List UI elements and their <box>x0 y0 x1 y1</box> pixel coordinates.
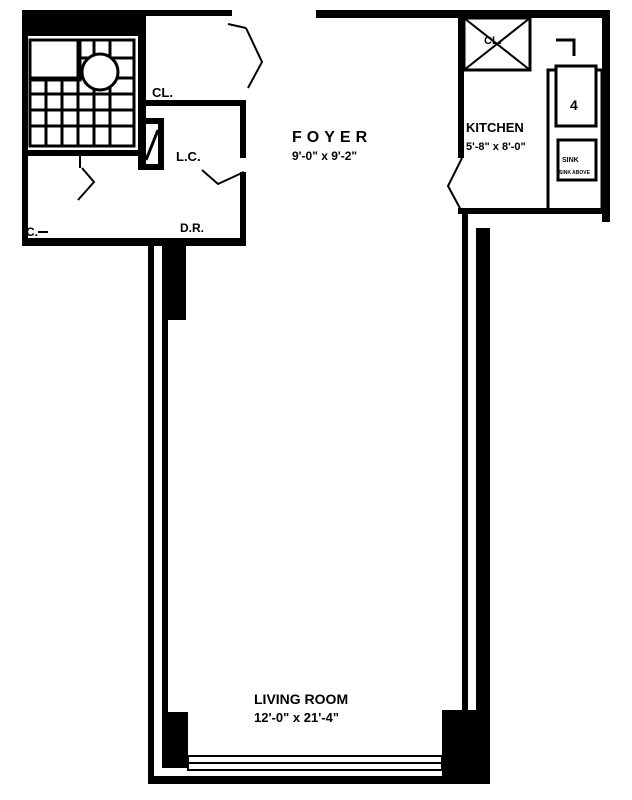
wall-dr-bottom <box>22 238 246 246</box>
kitchen-wall-top <box>316 10 608 18</box>
kitchen-closet <box>462 16 532 72</box>
sink-note-label: SINK ABOVE <box>559 170 591 176</box>
living-room: LIVING ROOM 12'-0" x 21'-4" <box>148 214 490 784</box>
living-corner-left <box>162 712 188 768</box>
range-number: 4 <box>570 97 578 113</box>
linen-closet: L.C. <box>138 118 245 186</box>
wall-dr-right <box>240 172 246 242</box>
kitchen-sink <box>556 138 598 182</box>
living-wall-bottom <box>148 776 490 784</box>
living-wall-right-inner <box>462 214 468 714</box>
bathroom-wall-bottom <box>22 150 146 156</box>
bathroom <box>22 10 146 170</box>
foyer-dims: 9'-0" x 9'-2" <box>292 149 357 163</box>
kitchen-range <box>554 64 598 128</box>
living-corner-right <box>442 710 476 776</box>
bathroom-wall-right <box>138 10 146 170</box>
living-room-name: LIVING ROOM <box>254 691 348 707</box>
living-room-dims: 12'-0" x 21'-4" <box>254 710 339 725</box>
foyer-name: FOYER <box>292 129 372 146</box>
kitchen-wall-right <box>602 10 610 222</box>
bathroom-door-swing <box>77 167 96 201</box>
dressing-room-label: D.R. <box>180 221 204 235</box>
closet-left-label: C. <box>26 225 38 239</box>
sink-label: SINK <box>562 157 579 164</box>
toilet-icon <box>80 52 120 92</box>
closet-top: CL. <box>146 23 264 158</box>
bathroom-wall-top <box>22 10 146 36</box>
living-wall-left-inner <box>162 246 168 726</box>
kitchen-name: KITCHEN <box>466 120 524 135</box>
kitchen-wall-left <box>458 18 464 158</box>
living-wall-right-outer <box>476 228 490 780</box>
kitchen: CL. 4 SINK SINK ABOVE KITCHEN 5'-8" x 8'… <box>316 10 610 222</box>
kitchen-wall-bottom <box>458 208 610 214</box>
bathroom-wall-left <box>22 10 28 170</box>
kitchen-closet-label: CL. <box>484 35 502 47</box>
bathtub <box>28 38 82 82</box>
wall-dr-left <box>22 166 28 242</box>
living-wall-left-outer <box>148 246 154 782</box>
closet-top-label: CL. <box>152 85 173 100</box>
kitchen-dims: 5'-8" x 8'-0" <box>466 141 526 153</box>
linen-closet-label: L.C. <box>176 149 201 164</box>
wall-top-left <box>146 10 232 16</box>
